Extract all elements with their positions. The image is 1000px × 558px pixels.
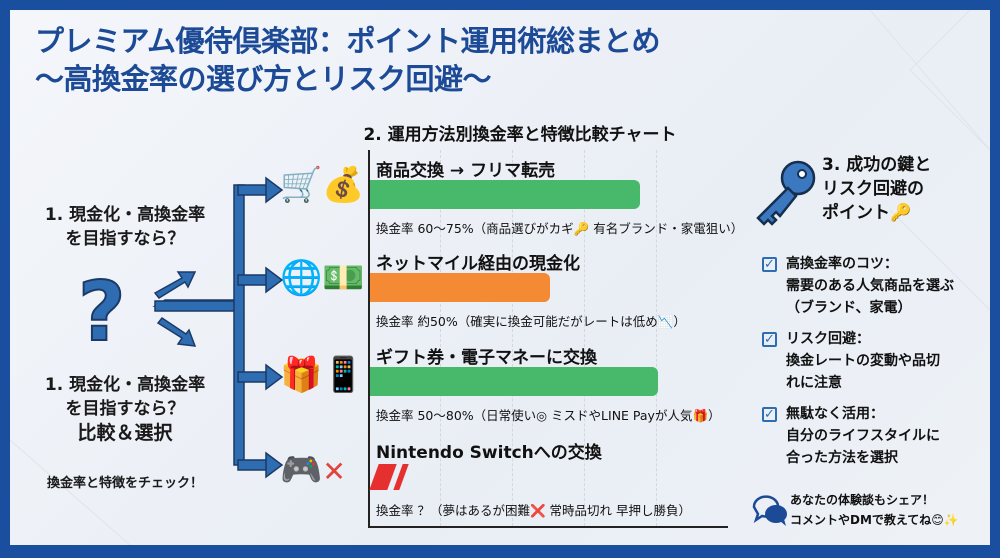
- rate-bar-unknown: [369, 464, 397, 490]
- rate-text: 換金率 約50%（確実に換金可能だがレートは低め📉）: [376, 314, 686, 329]
- switch-cross-icon: 🎮✕: [280, 450, 346, 490]
- heading-line: 比較＆選択: [77, 422, 173, 444]
- heading-line: 3. 成功の鍵と: [822, 155, 932, 175]
- checklist-point: 高換金率のコツ： 需要のある人気商品を選ぶ （ブランド、家電）: [786, 253, 954, 319]
- point-line: 需要のある人気商品を選ぶ: [786, 278, 954, 294]
- checkbox-icon: ✓: [762, 257, 777, 272]
- rate-text: 換金率 50〜80%（日常使い◎ ミスドやLINE Payが人気🎁）: [376, 408, 721, 423]
- section3-heading: 3. 成功の鍵と リスク回避の ポイント🔑: [822, 153, 931, 225]
- item-title: 商品交換 → フリマ転売: [376, 161, 556, 181]
- rate-bar: [370, 367, 658, 396]
- point-line: 無駄なく活用：: [786, 406, 884, 422]
- page-title: プレミアム優待倶楽部：ポイント運用術総まとめ 〜高換金率の選び方とリスク回避〜: [35, 22, 660, 98]
- rate-bar: [370, 273, 550, 302]
- background-lines: [10, 10, 990, 545]
- heading-line: 1. 現金化・高換金率: [44, 205, 206, 225]
- globe-cash-icon: 🌐💵: [280, 258, 365, 298]
- checkbox-icon: ✓: [762, 332, 777, 347]
- question-mark-icon: ?: [77, 264, 127, 361]
- title-line-2: 〜高換金率の選び方とリスク回避〜: [35, 62, 492, 96]
- infographic: プレミアム優待倶楽部：ポイント運用術総まとめ 〜高換金率の選び方とリスク回避〜 …: [10, 10, 990, 545]
- section1-heading-top: 1. 現金化・高換金率 を目指すなら？: [10, 203, 240, 251]
- rate-text: 換金率 60〜75%（商品選びがカギ🔑 有名ブランド・家電狙い）: [376, 221, 744, 236]
- point-line: 自分のライフスタイルに: [786, 428, 940, 444]
- point-line: 高換金率のコツ：: [786, 256, 898, 272]
- point-line: れに注意: [786, 375, 842, 391]
- title-line-1: プレミアム優待倶楽部：ポイント運用術総まとめ: [35, 24, 660, 58]
- rate-text: 換金率 ？（夢はあるが困難❌ 常時品切れ 早押し勝負）: [376, 503, 691, 518]
- heading-line: ポイント🔑: [822, 203, 912, 223]
- speech-bubbles-icon: [752, 495, 787, 526]
- section2-heading: 2. 運用方法別換金率と特徴比較チャート: [363, 125, 677, 145]
- item-title: ギフト券・電子マネーに交換: [376, 348, 597, 368]
- heading-line: リスク回避の: [822, 179, 924, 199]
- item-title: Nintendo Switchへの交換: [376, 443, 602, 463]
- footer-line: コメントやDMで教えてね😊✨: [790, 513, 959, 527]
- point-line: 合った方法を選択: [786, 450, 898, 466]
- point-line: リスク回避：: [786, 331, 870, 347]
- item-title: ネットマイル経由の現金化: [376, 254, 580, 274]
- footer-line: あなたの体験談もシェア！: [790, 493, 935, 507]
- share-footer: あなたの体験談もシェア！ コメントやDMで教えてね😊✨: [790, 490, 959, 530]
- comparison-chart: 商品交換 → フリマ転売換金率 60〜75%（商品選びがカギ🔑 有名ブランド・家…: [368, 150, 743, 528]
- heading-line: を目指すなら？: [65, 229, 185, 249]
- point-line: （ブランド、家電）: [786, 300, 912, 316]
- gift-qr-phone-icon: 🎁📱: [280, 355, 365, 395]
- branching-arrows: [152, 176, 284, 479]
- section1-heading-bottom: 1. 現金化・高換金率 を目指すなら？ 比較＆選択: [10, 373, 240, 445]
- checklist-point: 無駄なく活用： 自分のライフスタイルに合った方法を選択: [786, 403, 940, 469]
- cart-moneybag-icon: 🛒💰: [280, 165, 365, 205]
- rate-bar-unknown: [393, 464, 409, 490]
- section1-note: 換金率と特徴をチェック！: [46, 476, 203, 491]
- rate-bar: [370, 180, 640, 209]
- heading-line: を目指すなら？: [65, 399, 185, 419]
- checklist-point: リスク回避： 換金レートの変動や品切れに注意: [786, 328, 940, 394]
- heading-line: 1. 現金化・高換金率: [44, 375, 206, 395]
- point-line: 換金レートの変動や品切: [786, 353, 940, 369]
- key-icon: [756, 160, 816, 226]
- checkbox-icon: ✓: [762, 407, 777, 422]
